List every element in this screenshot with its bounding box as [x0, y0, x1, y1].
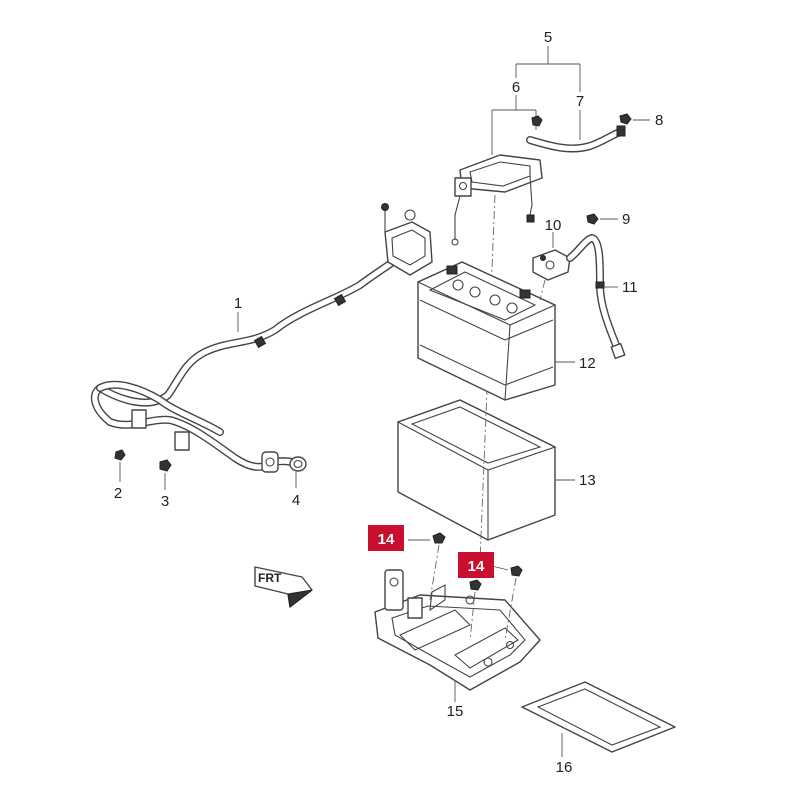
callout-2: 2 — [114, 485, 122, 502]
callout-15: 15 — [447, 703, 464, 720]
callout-5: 5 — [544, 29, 552, 46]
callout-12: 12 — [579, 355, 596, 372]
part-1-battery-cable-harness — [90, 203, 433, 473]
callout-9: 9 — [622, 211, 630, 228]
callout-11: 11 — [622, 279, 638, 296]
part-10-negative-terminal — [532, 232, 571, 301]
part-9-nut — [586, 213, 618, 225]
highlight-tag-box — [458, 552, 494, 578]
callout-7: 7 — [576, 93, 584, 110]
front-arrow-label: FRT — [258, 571, 282, 585]
callout-3: 3 — [161, 493, 169, 510]
part-4-grommet — [289, 456, 307, 488]
part-12-battery — [416, 261, 575, 401]
part-11-ground-cable — [566, 234, 626, 360]
callout-8: 8 — [655, 112, 663, 129]
part-5-6-7-positive-cable-set — [451, 46, 626, 246]
highlight-tag-14-right[interactable]: 14 — [458, 552, 494, 578]
part-2-clip — [114, 449, 126, 482]
callout-10: 10 — [545, 217, 562, 234]
highlight-tag-14-left[interactable]: 14 — [368, 525, 404, 551]
highlight-tag-box — [368, 525, 404, 551]
callout-labels: 1 2 3 4 5 6 7 8 9 10 11 12 13 15 16 — [114, 29, 664, 776]
part-15-battery-tray — [374, 569, 541, 702]
highlight-tag-text: 14 — [468, 558, 485, 575]
part-16-battery-pad — [521, 681, 676, 757]
part-3-nut — [159, 459, 172, 490]
part-8-nut — [619, 113, 650, 125]
part-14-bolts — [408, 532, 523, 641]
callout-16: 16 — [556, 759, 573, 776]
callout-1: 1 — [234, 295, 242, 312]
callout-4: 4 — [292, 492, 300, 509]
highlight-tag-text: 14 — [378, 531, 395, 548]
callout-13: 13 — [579, 472, 596, 489]
callout-6: 6 — [512, 79, 520, 96]
front-direction-arrow: FRT — [254, 566, 313, 608]
part-13-battery-insulator — [396, 399, 575, 541]
